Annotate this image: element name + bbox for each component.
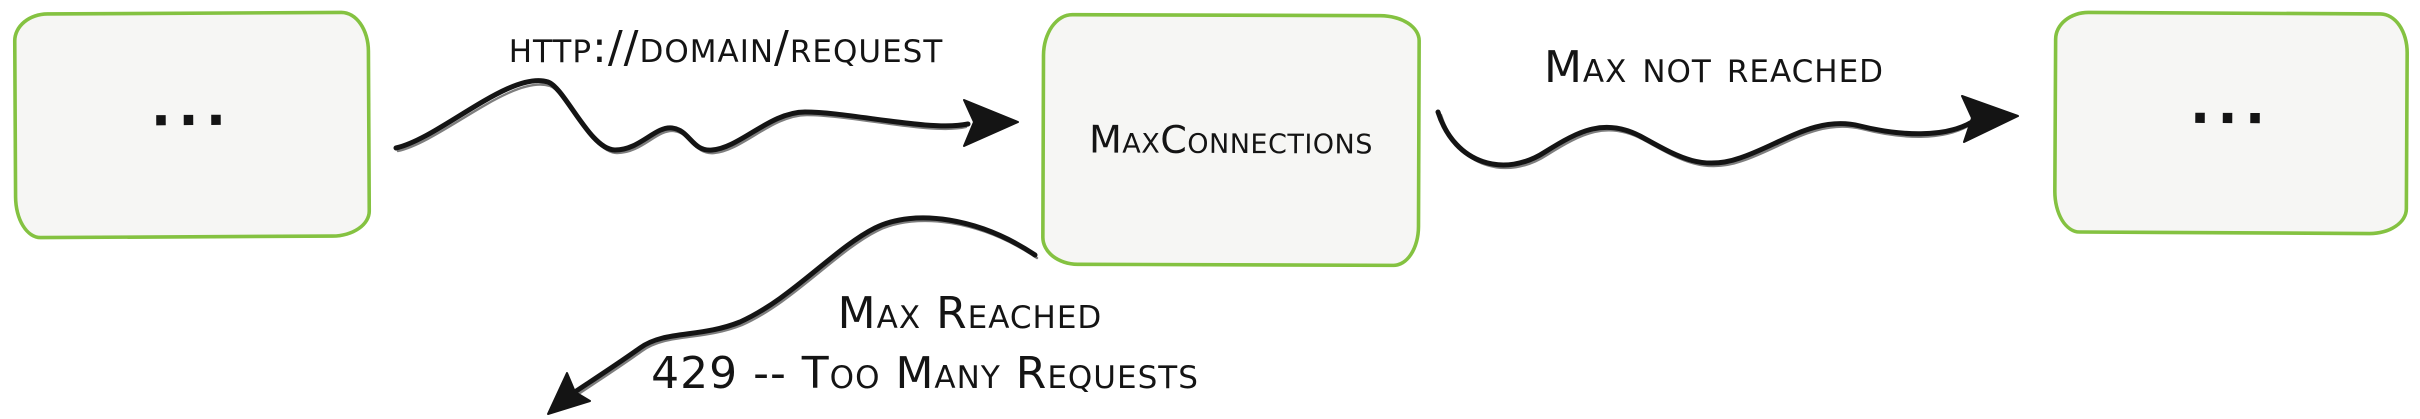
edge-label-max-reached-line1: Max Reached [837,288,1103,339]
arrowhead [963,99,1019,147]
arrowhead [1961,95,2019,143]
arrow-max-not-reached [1435,95,2019,170]
edge-label-max-not-reached: Max not reached [1543,42,1885,93]
node-left-label: ... [150,74,234,138]
arrow-request [393,78,1019,155]
node-left: ... [13,11,371,239]
node-maxconnections-label: MaxConnections [1088,117,1374,163]
node-right-label: ... [2189,72,2273,136]
edge-label-request: http://domain/request [508,22,944,73]
node-right: ... [2053,11,2409,235]
edge-label-max-reached-line2: 429 -- Too Many Requests [651,348,1199,399]
